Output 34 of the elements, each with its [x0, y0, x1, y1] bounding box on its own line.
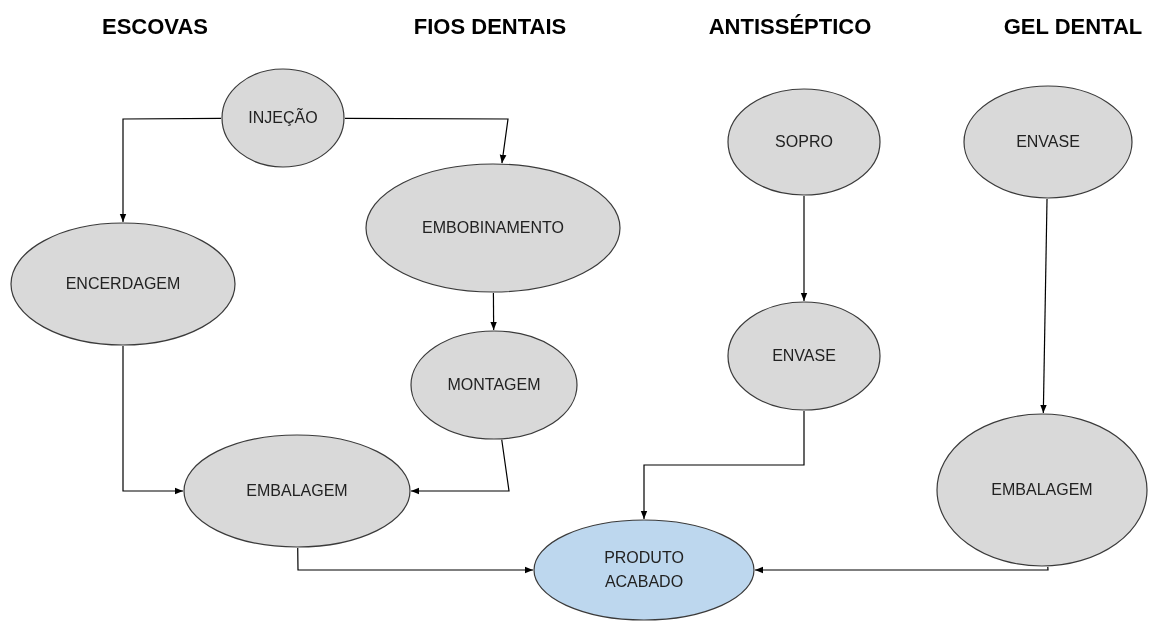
column-heading: ANTISSÉPTICO [708, 14, 872, 40]
arrow [640, 410, 805, 520]
node-label: ENCERDAGEM [65, 274, 181, 294]
node-label: EMBALAGEM [991, 480, 1093, 500]
node-label: PRODUTO ACABADO [603, 548, 685, 592]
process-ellipse [963, 85, 1133, 199]
node-label: MONTAGEM [447, 375, 541, 395]
arrow [297, 547, 534, 574]
process-ellipse [183, 434, 411, 548]
arrow [119, 117, 222, 223]
node-label: ENVASE [1016, 132, 1080, 152]
process-ellipse [221, 68, 345, 168]
process-ellipse [936, 413, 1148, 567]
column-heading: ESCOVAS [102, 14, 208, 40]
arrow [344, 117, 509, 164]
process-ellipse [365, 163, 621, 293]
arrow [754, 566, 1049, 574]
arrow [1040, 198, 1048, 414]
arrow [490, 292, 497, 331]
node-label: SOPRO [775, 132, 833, 152]
process-ellipse [727, 301, 881, 411]
column-heading: GEL DENTAL [1003, 14, 1143, 40]
node-label: EMBALAGEM [246, 481, 348, 501]
node-label: EMBOBINAMENTO [422, 218, 564, 238]
column-heading: FIOS DENTAIS [413, 14, 567, 40]
node-label: INJEÇÃO [248, 107, 318, 128]
arrow [800, 195, 808, 302]
node-label: ENVASE [772, 346, 836, 366]
process-ellipse [533, 519, 755, 621]
arrow [122, 345, 184, 495]
process-ellipse [10, 222, 236, 346]
process-ellipse [410, 330, 578, 440]
process-ellipse [727, 88, 881, 196]
arrow [410, 439, 510, 495]
